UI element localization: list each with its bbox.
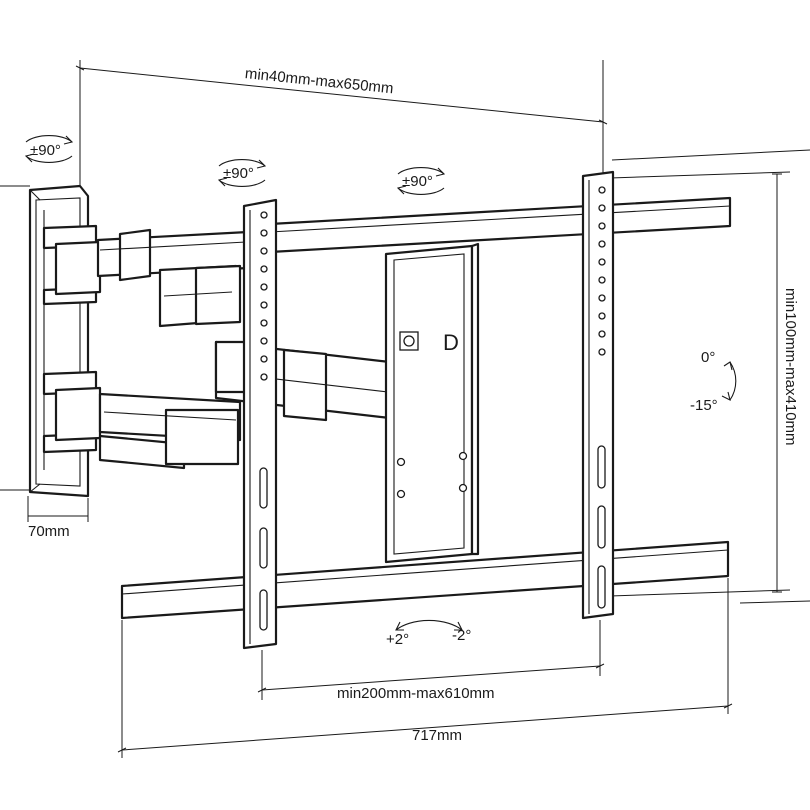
vesa-arm-left (242, 198, 278, 650)
vesa-holes-right (597, 186, 606, 609)
level-right-label: -2° (452, 627, 471, 644)
dimension-vesa-height: min100mm-max410mm (609, 171, 799, 597)
level-indicator: +2° -2° (386, 619, 471, 648)
tilt-indicator: 0° -15° (690, 349, 737, 414)
wall-depth-label: 70mm (28, 523, 70, 540)
upper-arm (42, 224, 250, 328)
tilt-top-label: 0° (701, 349, 715, 366)
vesa-height-label: min100mm-max410mm (782, 288, 799, 446)
lower-arm (42, 340, 392, 470)
vesa-arm-right (581, 170, 615, 620)
swivel-head-badge: ±90° (396, 167, 446, 195)
total-width-label: 717mm (412, 727, 462, 744)
swivel-wall-badge: ±90° (24, 135, 74, 163)
vesa-width-label: min200mm-max610mm (337, 685, 495, 702)
center-bracket: D (384, 242, 480, 564)
dimension-vesa-width: min200mm-max610mm (257, 620, 605, 702)
bracket-letter: D (443, 330, 459, 355)
swivel-elbow-badge: ±90° (217, 159, 267, 187)
tilt-bottom-label: -15° (690, 397, 718, 414)
dimension-total-width: 717mm (117, 578, 733, 758)
horizon-line-top (611, 149, 810, 161)
swivel-elbow-label: ±90° (223, 165, 254, 182)
swivel-wall-label: ±90° (30, 142, 61, 159)
horizon-line-bottom (739, 600, 810, 604)
vesa-holes-left (259, 211, 268, 631)
swivel-head-label: ±90° (402, 173, 433, 190)
top-rail (268, 196, 732, 254)
level-left-label: +2° (386, 631, 409, 648)
dimension-arm-span: min40mm-max650mm (75, 60, 608, 185)
